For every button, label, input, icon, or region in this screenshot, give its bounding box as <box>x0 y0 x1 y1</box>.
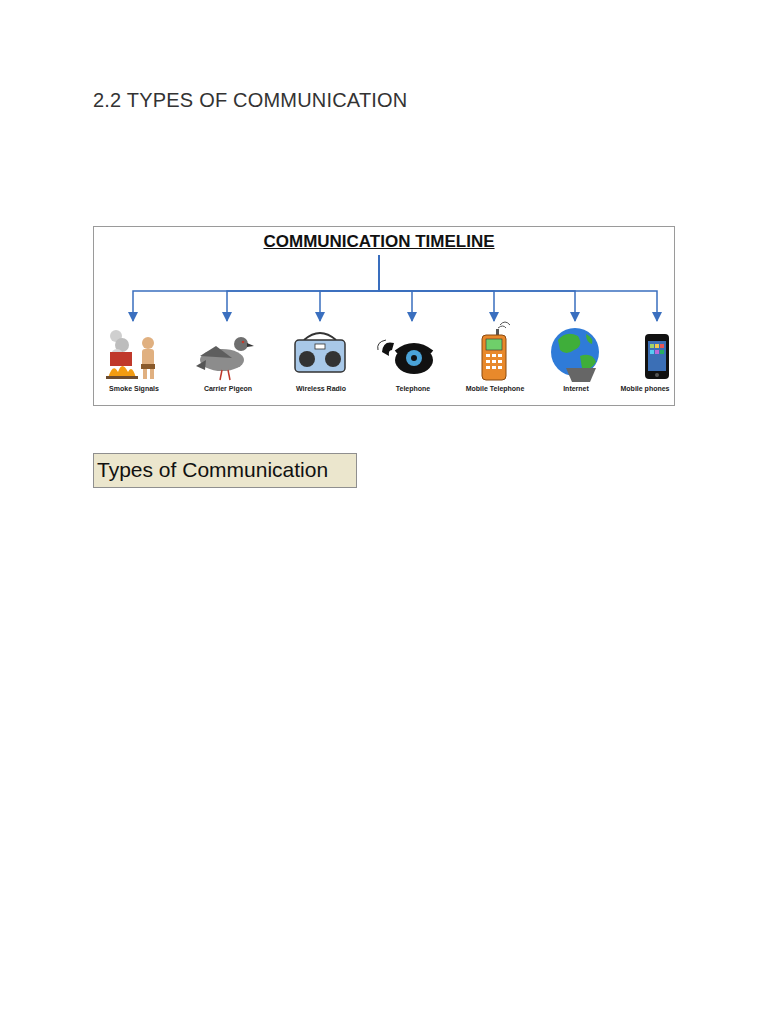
timeline-item: Carrier Pigeon <box>200 323 256 393</box>
radio-icon <box>295 333 345 372</box>
smoke-signal-icon <box>106 330 155 379</box>
timeline-arrow <box>379 255 412 321</box>
timeline-title: COMMUNICATION TIMELINE <box>263 232 494 252</box>
timeline-arrow <box>320 255 379 321</box>
item-label: Mobile phones <box>621 385 670 393</box>
timeline-arrow <box>227 255 379 321</box>
item-label: Smoke Signals <box>109 385 159 393</box>
timeline-arrow <box>379 255 575 321</box>
timeline-arrow <box>379 255 494 321</box>
item-label: Internet <box>563 385 589 393</box>
item-label: Telephone <box>396 385 430 393</box>
timeline-item: Mobile Telephone <box>464 323 527 393</box>
mobile-telephone-icon <box>482 322 510 380</box>
timeline-item: Mobile phones <box>617 323 673 393</box>
telephone-icon <box>378 340 433 374</box>
timeline-arrow <box>133 255 379 321</box>
section-tag-box: Types of Communication <box>93 453 357 488</box>
timeline-item: Wireless Radio <box>293 323 349 393</box>
timeline-frame: Smoke Signals Carrier Pigeon Wireless Radi… <box>93 226 675 406</box>
timeline-item: Smoke Signals <box>106 323 162 393</box>
item-label: Mobile Telephone <box>466 385 525 393</box>
timeline-item: Internet <box>548 323 604 393</box>
timeline-item: Telephone <box>385 323 441 393</box>
section-label: Types of Communication <box>97 456 350 483</box>
timeline-arrow <box>379 255 657 321</box>
item-label: Carrier Pigeon <box>204 385 252 393</box>
item-label: Wireless Radio <box>296 385 346 393</box>
page-heading: 2.2 TYPES OF COMMUNICATION <box>93 89 408 112</box>
smartphone-icon <box>645 334 669 379</box>
pigeon-icon <box>196 337 254 380</box>
globe-icon <box>551 328 599 382</box>
